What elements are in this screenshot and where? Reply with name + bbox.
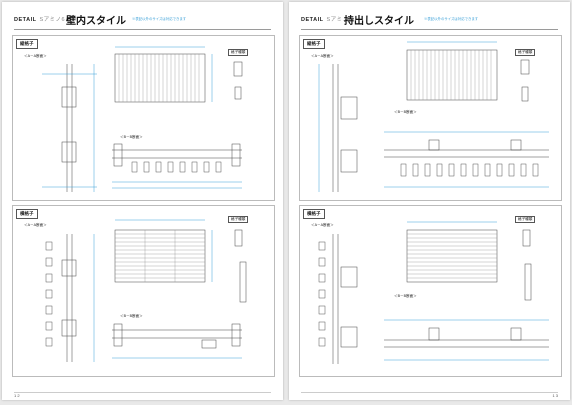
aa-section-label: ＜A－A断面＞ xyxy=(311,54,334,58)
cad-drawing-upper xyxy=(42,46,243,192)
page-title: 持出しスタイル xyxy=(344,16,414,27)
aa-section-label: ＜A－A断面＞ xyxy=(24,223,47,227)
spec-label: 格子種類 xyxy=(515,216,536,223)
cad-drawing-lower xyxy=(318,221,549,364)
bb-section-label: ＜B－B断面＞ xyxy=(394,110,417,114)
section-label: 横格子 xyxy=(303,209,325,219)
bb-section-label: ＜B－B断面＞ xyxy=(120,135,143,139)
page-title: 壁内スタイル xyxy=(66,16,126,27)
footer-rule xyxy=(14,392,271,393)
size-note: ※表記以外のサイズは対応できます xyxy=(424,17,479,21)
bb-section-label: ＜B－B断面＞ xyxy=(120,314,143,318)
section-horizontal-lattice xyxy=(12,205,275,377)
cad-drawing-upper xyxy=(318,41,549,192)
spec-label: 格子種類 xyxy=(515,49,536,56)
section-label: 縦格子 xyxy=(303,39,325,49)
size-note: ※表記以外のサイズは対応できます xyxy=(132,17,187,21)
header-rule xyxy=(14,29,271,30)
spec-label: 格子種類 xyxy=(228,49,249,56)
section-vertical-lattice xyxy=(12,35,275,201)
header-rule xyxy=(301,29,558,30)
section-label: 縦格子 xyxy=(16,39,38,49)
section-horizontal-lattice xyxy=(299,205,562,377)
footer-rule xyxy=(301,392,558,393)
section-vertical-lattice xyxy=(299,35,562,201)
aa-section-label: ＜A－A断面＞ xyxy=(311,223,334,227)
cad-drawing-lower xyxy=(45,219,247,362)
bb-section-label: ＜B－B断面＞ xyxy=(394,294,417,298)
page-number: 1 2 xyxy=(14,393,20,398)
page-number: 1 3 xyxy=(552,393,558,398)
section-label: 横格子 xyxy=(16,209,38,219)
spec-label: 格子種類 xyxy=(228,216,249,223)
aa-section-label: ＜A－A断面＞ xyxy=(24,54,47,58)
